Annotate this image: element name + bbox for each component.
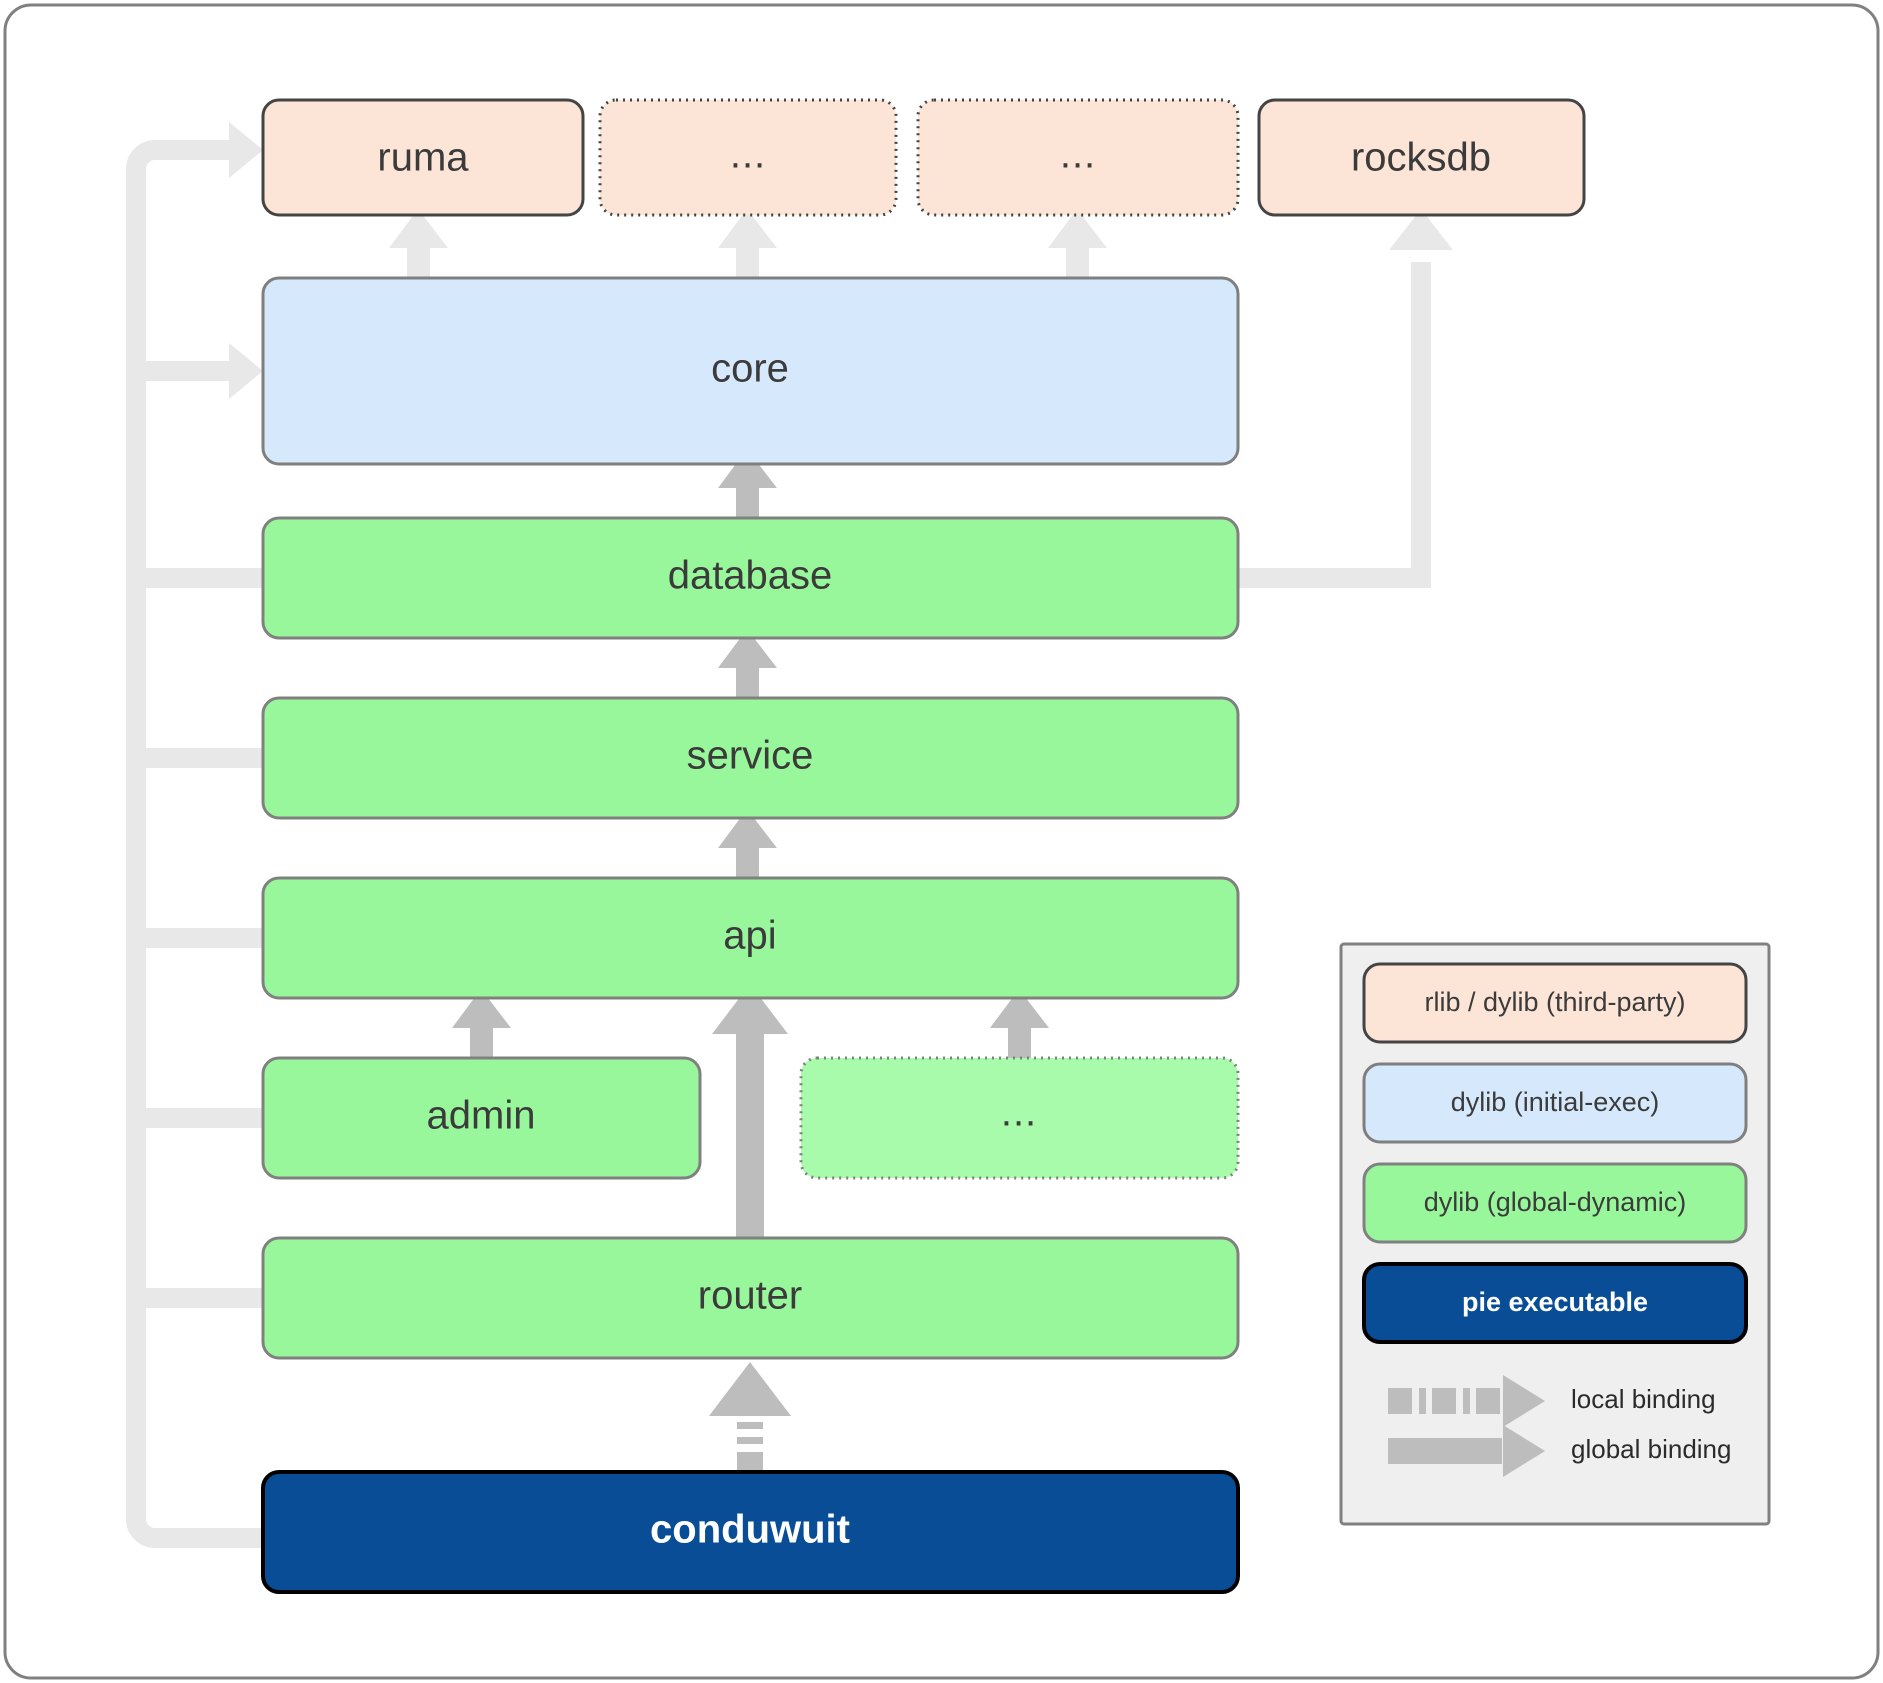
node-dots-top1-box[interactable]	[598, 98, 898, 217]
legend-swatch-pie[interactable]: pie executable	[1362, 1262, 1748, 1344]
legend-swatch-third-party-box[interactable]	[1362, 962, 1748, 1044]
legend-swatch-pie-box[interactable]	[1362, 1262, 1748, 1344]
legend-edge-local-binding-label: local binding	[1571, 1384, 1716, 1414]
edge-group-trunk	[126, 122, 266, 1548]
node-database-label: database	[668, 554, 833, 598]
legend-edge-global-binding: global binding	[1388, 1425, 1731, 1477]
node-database[interactable]: database	[261, 516, 1240, 640]
node-core-label: core	[711, 347, 789, 391]
edge-group-vertical-global	[452, 449, 1049, 1238]
legend-swatch-third-party-label: rlib / dylib (third-party)	[1424, 987, 1685, 1017]
node-dots-top2-label: ...	[1060, 133, 1096, 177]
node-admin[interactable]: admin	[261, 1056, 702, 1180]
node-api-box[interactable]	[261, 876, 1240, 1000]
node-ruma-box[interactable]	[261, 98, 585, 217]
local-binding-arrow-icon	[1388, 1375, 1545, 1427]
legend-edge-global-binding-label: global binding	[1571, 1434, 1731, 1464]
edge-group-core-top	[389, 209, 1107, 280]
legend-swatch-initial-exec[interactable]: dylib (initial-exec)	[1362, 1062, 1748, 1144]
legend-swatch-global-dynamic-box[interactable]	[1362, 1162, 1748, 1244]
node-api-label: api	[723, 914, 776, 958]
node-rocksdb[interactable]: rocksdb	[1257, 98, 1586, 217]
node-rocksdb-label: rocksdb	[1351, 136, 1491, 180]
node-router[interactable]: router	[261, 1236, 1240, 1360]
node-conduwuit[interactable]: conduwuit	[261, 1470, 1240, 1594]
edge-core-to-ruma	[389, 209, 448, 280]
node-core-box[interactable]	[261, 276, 1240, 466]
node-ruma-label: ruma	[377, 136, 469, 180]
edge-router-to-api	[712, 984, 788, 1238]
edge-service-to-database	[718, 629, 777, 700]
node-api[interactable]: api	[261, 876, 1240, 1000]
node-dots-mid[interactable]: ...	[799, 1056, 1240, 1180]
node-dots-top1-label: ...	[730, 133, 766, 177]
node-service-label: service	[687, 734, 814, 778]
legend-swatch-initial-exec-box[interactable]	[1362, 1062, 1748, 1144]
edge-database-to-rocksdb	[1238, 209, 1453, 590]
legend-edge-local-binding: local binding	[1388, 1375, 1716, 1427]
node-admin-label: admin	[427, 1094, 536, 1138]
legend-swatch-global-dynamic-label: dylib (global-dynamic)	[1424, 1187, 1687, 1217]
node-conduwuit-label: conduwuit	[650, 1508, 850, 1552]
edge-database-to-core	[718, 449, 777, 520]
edge-admin-to-api	[452, 989, 511, 1060]
arrowhead-core-left	[229, 343, 263, 399]
edge-core-to-dots-top2	[1048, 209, 1107, 280]
node-router-box[interactable]	[261, 1236, 1240, 1360]
node-dots-top1[interactable]: ...	[598, 98, 898, 217]
edge-conduwuit-trunk-spine	[126, 140, 263, 1548]
node-service-box[interactable]	[261, 696, 1240, 820]
node-group: ruma ... ... rocksdb core	[261, 98, 1586, 1594]
node-dots-top2[interactable]: ...	[916, 98, 1240, 217]
node-router-label: router	[698, 1274, 803, 1318]
legend-panel: rlib / dylib (third-party) dylib (initia…	[1339, 942, 1771, 1526]
legend-swatch-initial-exec-label: dylib (initial-exec)	[1451, 1087, 1660, 1117]
global-binding-arrow-icon	[1388, 1425, 1545, 1477]
node-ruma[interactable]: ruma	[261, 98, 585, 217]
edge-api-to-service	[718, 809, 777, 880]
legend-swatch-pie-label: pie executable	[1462, 1287, 1648, 1317]
node-service[interactable]: service	[261, 696, 1240, 820]
node-dots-mid-label: ...	[1001, 1091, 1037, 1135]
arrowhead-ruma-left	[229, 122, 263, 178]
node-dots-top2-box[interactable]	[916, 98, 1240, 217]
legend-swatch-global-dynamic[interactable]: dylib (global-dynamic)	[1362, 1162, 1748, 1244]
legend-swatch-third-party[interactable]: rlib / dylib (third-party)	[1362, 962, 1748, 1044]
node-rocksdb-box[interactable]	[1257, 98, 1586, 217]
node-conduwuit-box[interactable]	[261, 1470, 1240, 1594]
node-dots-mid-box[interactable]	[799, 1056, 1240, 1180]
node-database-box[interactable]	[261, 516, 1240, 640]
edge-core-to-dots-top1	[718, 209, 777, 280]
node-core[interactable]: core	[261, 276, 1240, 466]
edge-dots-mid-to-api	[990, 989, 1049, 1060]
node-admin-box[interactable]	[261, 1056, 702, 1180]
